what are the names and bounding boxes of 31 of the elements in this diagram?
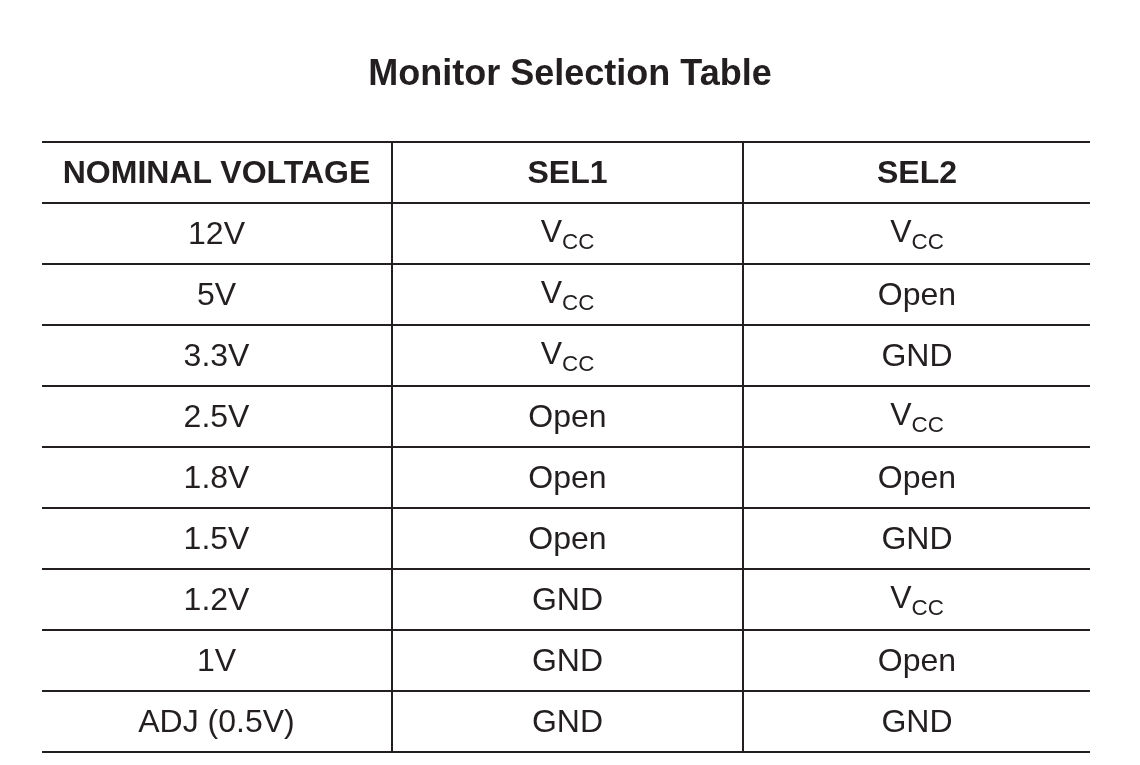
- table-cell: 2.5V: [42, 386, 392, 447]
- table-cell: GND: [392, 630, 743, 691]
- table-cell: GND: [392, 569, 743, 630]
- table-cell: GND: [743, 691, 1090, 752]
- table-cell: Open: [743, 264, 1090, 325]
- column-header: SEL2: [743, 142, 1090, 203]
- table-cell: GND: [743, 508, 1090, 569]
- table-cell: Open: [392, 447, 743, 508]
- table-cell: Open: [392, 508, 743, 569]
- table-cell: V$_{CC}$: [392, 203, 743, 264]
- table-cell: 1V: [42, 630, 392, 691]
- table-cell: V$_{CC}$: [743, 203, 1090, 264]
- column-header: SEL1: [392, 142, 743, 203]
- table-cell: 1.8V: [42, 447, 392, 508]
- table-cell: GND: [392, 691, 743, 752]
- table-cell: 3.3V: [42, 325, 392, 386]
- table-cell: V$_{CC}$: [392, 264, 743, 325]
- table-title: Monitor Selection Table: [367, 52, 773, 94]
- table-cell: GND: [743, 325, 1090, 386]
- table-cell: Open: [743, 447, 1090, 508]
- table-cell: 5V: [42, 264, 392, 325]
- table-cell: ADJ (0.5V): [42, 691, 392, 752]
- table-cell: V$_{CC}$: [743, 386, 1090, 447]
- table-cell: Open: [743, 630, 1090, 691]
- table-cell: Open: [392, 386, 743, 447]
- column-header: NOMINAL VOLTAGE: [42, 142, 392, 203]
- table-cell: V$_{CC}$: [743, 569, 1090, 630]
- table-cell: 12V: [42, 203, 392, 264]
- table-cell: 1.2V: [42, 569, 392, 630]
- table-cell: V$_{CC}$: [392, 325, 743, 386]
- table-cell: 1.5V: [42, 508, 392, 569]
